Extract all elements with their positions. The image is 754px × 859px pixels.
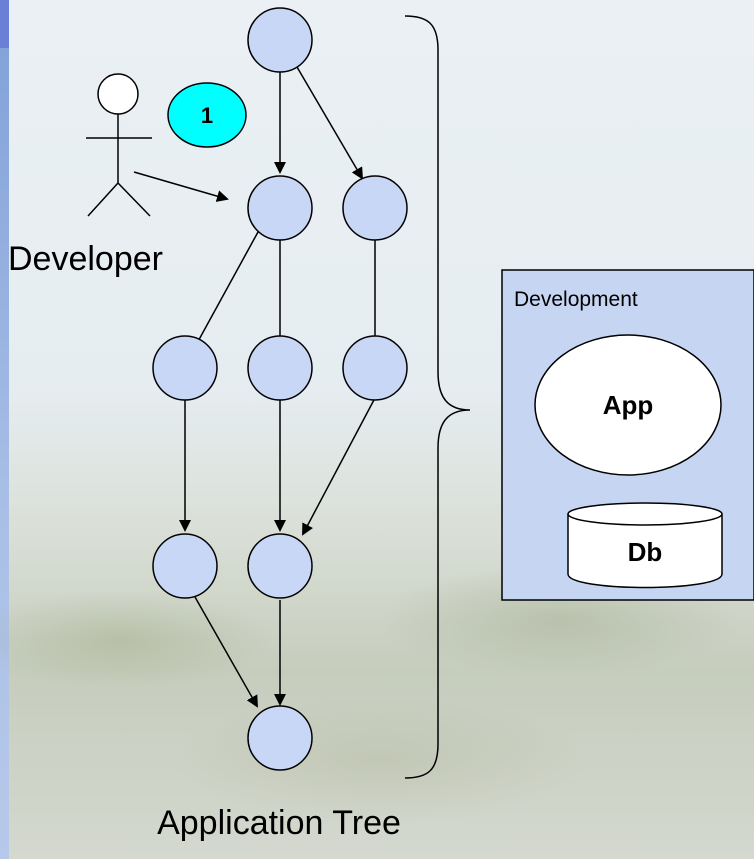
tree-node-root (247, 7, 313, 73)
developer-label: Developer (8, 240, 163, 278)
tree-node (152, 335, 218, 401)
edge-f-to-h (194, 596, 258, 708)
developer-actor-icon (86, 73, 152, 217)
step-badge-number: 1 (201, 103, 213, 128)
tree-node (342, 335, 408, 401)
application-tree-caption: Application Tree (157, 804, 401, 842)
curly-brace-icon (404, 15, 471, 779)
app-label: App (603, 390, 654, 420)
development-box-title: Development (514, 288, 638, 311)
edge-a-to-c (189, 231, 259, 358)
left-accent-strip (0, 0, 9, 859)
tree-nodes (152, 7, 408, 771)
tree-edges (133, 66, 381, 708)
edge-root-to-b (296, 66, 364, 180)
development-environment-box: Development App Db (501, 269, 754, 601)
tree-node (152, 533, 218, 599)
tree-node-leaf (247, 705, 313, 771)
background-grass (0, 560, 754, 859)
tree-node (247, 533, 313, 599)
tree-node (247, 335, 313, 401)
edge-developer-to-a (133, 171, 229, 202)
left-accent-strip-top (0, 0, 9, 48)
edge-e-to-g (302, 397, 376, 536)
app-component (534, 334, 722, 476)
db-label: Db (628, 537, 663, 567)
tree-node (342, 175, 408, 241)
database-cylinder-icon (567, 502, 723, 589)
step-badge: 1 (167, 82, 247, 148)
tree-node (247, 175, 313, 241)
